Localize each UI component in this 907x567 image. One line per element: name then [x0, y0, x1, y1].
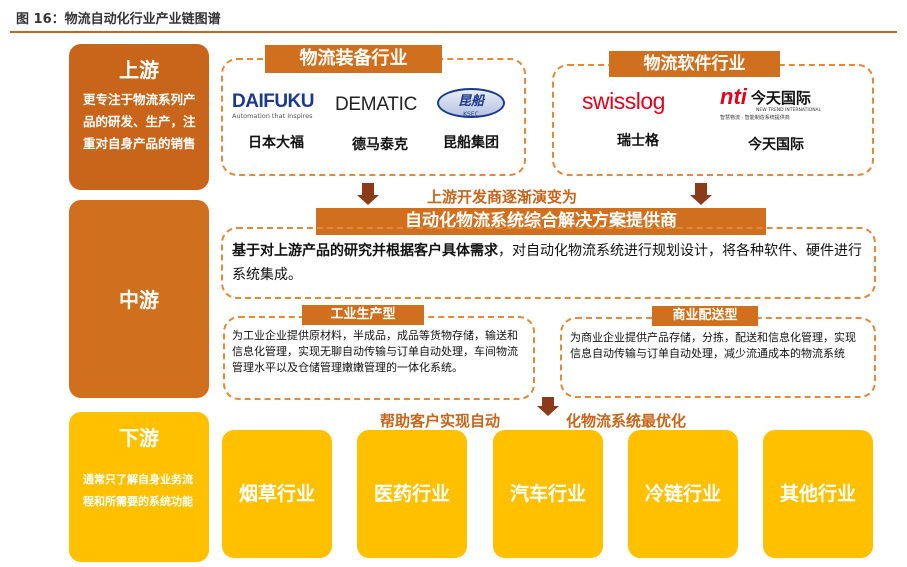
midstream-box: 中游: [69, 200, 209, 398]
downstream-description: 通常只了解自身业务流程和所需要的系统功能: [83, 473, 193, 508]
daifuku-wordmark: DAIFUKU: [232, 91, 315, 112]
company-name-daifuku: 日本大福: [248, 135, 304, 151]
daifuku-logo: DAIFUKU Automation that Inspires: [232, 92, 320, 121]
ksec-logo-text: 昆船: [457, 94, 484, 109]
commercial-type-description: 为商业企业提供产品存储，分拣，配送和信息化管理，实现信息自动传输与订单自动处理，…: [570, 331, 856, 360]
nti-logo-en: NEW TREND INTERNATIONAL: [756, 108, 822, 113]
arrow-down-icon: [690, 183, 712, 205]
upstream-box: 上游 更专注于物流系列产品的研发、生产，注重对自身产品的销售: [69, 44, 209, 190]
midstream-description-rest: ，对自动化物流系统进行规划设计，将各种软件、硬件进行系统集成。: [232, 243, 862, 283]
industry-cold-chain: 冷链行业: [628, 430, 738, 558]
ksec-logo-subtext: KSEC: [463, 111, 479, 118]
swisslog-logo: swisslog: [582, 88, 665, 114]
upstream-description: 更专注于物流系列产品的研发、生产，注重对自身产品的销售: [83, 92, 196, 151]
daifuku-tagline: Automation that Inspires: [232, 112, 313, 120]
arrow-down-icon: [357, 183, 379, 205]
industry-pharma: 医药行业: [357, 430, 467, 558]
arrow-down-icon: [537, 397, 559, 416]
company-name-ksec: 昆船集团: [443, 135, 499, 151]
industry-automotive: 汽车行业: [493, 430, 603, 558]
goal-text-part2: 化物流系统最优化: [566, 412, 687, 430]
industrial-type-label: 工业生产型: [302, 305, 424, 325]
industry-tobacco: 烟草行业: [222, 430, 332, 558]
nti-logo: nti 今天国际 NEW TREND INTERNATIONAL 智慧物流 · …: [720, 86, 836, 122]
goal-text-part1: 帮助客户实现自动: [380, 412, 501, 430]
nti-logo-row: nti 今天国际: [720, 86, 836, 108]
title-divider: [10, 31, 897, 33]
midstream-title: 中游: [119, 288, 159, 312]
company-name-dematic: 德马泰克: [352, 137, 408, 153]
solution-provider-banner: 自动化物流系统综合解决方案提供商: [316, 208, 766, 235]
nti-wordmark: nti: [720, 84, 747, 109]
nti-logo-tagline: 智慧物流 · 智能制造系统提供商: [720, 115, 790, 121]
upstream-title: 上游: [119, 58, 159, 82]
ksec-logo: 昆船 KSEC: [437, 88, 505, 118]
industrial-type-description: 为工业企业提供原材料，半成品，成品等货物存储，输送和信息化管理，实现无聊自动传输…: [232, 329, 518, 374]
transition-text: 上游开发商逐渐演变为: [427, 188, 578, 206]
downstream-box: 下游 通常只了解自身业务流程和所需要的系统功能: [69, 412, 209, 562]
nti-logo-cn: 今天国际: [750, 88, 811, 107]
midstream-description: 基于对上游产品的研究并根据客户具体需求，对自动化物流系统进行规划设计，将各种软件…: [232, 239, 862, 287]
equipment-industry-label: 物流装备行业: [265, 45, 442, 73]
industry-other: 其他行业: [763, 430, 873, 558]
software-industry-label: 物流软件行业: [609, 51, 780, 77]
commercial-type-label: 商业配送型: [652, 306, 758, 326]
midstream-description-bold: 基于对上游产品的研究并根据客户具体需求: [232, 243, 498, 259]
company-name-swisslog: 瑞士格: [617, 133, 659, 149]
company-name-nti: 今天国际: [748, 137, 804, 153]
dematic-logo: DEMATIC: [335, 94, 417, 115]
downstream-title: 下游: [119, 426, 159, 450]
midstream-desc-frame: [221, 227, 876, 299]
figure-title: 图 16：物流自动化行业产业链图谱: [16, 12, 221, 27]
